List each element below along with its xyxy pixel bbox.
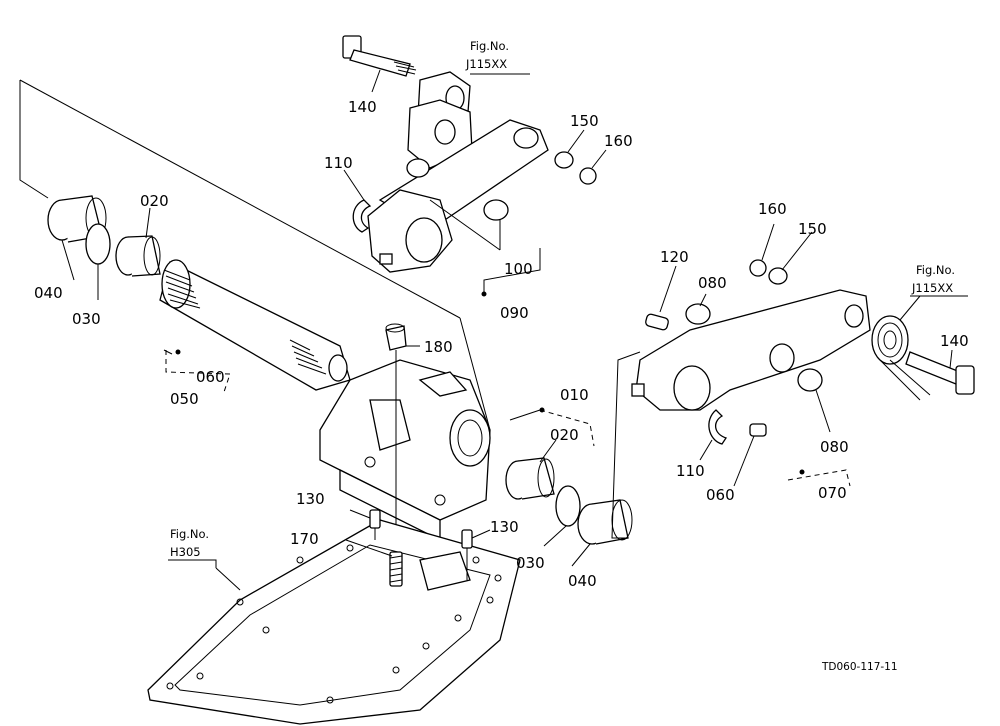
- part-label: 070: [818, 484, 847, 502]
- part-label: 090: [500, 304, 529, 322]
- part-label: 060: [196, 368, 225, 386]
- upper-lift-arm-group: [342, 35, 597, 273]
- pin-130-left: [369, 509, 381, 529]
- fig-ref-caption: Fig.No.: [916, 263, 955, 277]
- part-label: 060: [706, 486, 735, 504]
- nut-160-top: [579, 167, 597, 185]
- part-label: 010: [560, 386, 589, 404]
- figure-reference-j115xx-top: Fig.No. J115XX: [465, 39, 509, 71]
- part-label: 080: [820, 438, 849, 456]
- part-label: 020: [140, 192, 169, 210]
- part-number-labels: 140 150 160 110 100 090 020 040 030 180 …: [34, 98, 969, 590]
- bush-100-a: [406, 158, 430, 178]
- spring-disc-right: [871, 315, 909, 365]
- figure-reference-h305: Fig.No. H305: [168, 527, 217, 568]
- part-label: 140: [940, 332, 969, 350]
- part-label: 030: [72, 310, 101, 328]
- part-label: 140: [348, 98, 377, 116]
- stud-170: [389, 551, 403, 587]
- fig-ref-number: H305: [170, 545, 201, 559]
- bush-100-b: [483, 199, 509, 221]
- part-label: 040: [34, 284, 63, 302]
- part-label: 110: [324, 154, 353, 172]
- nut-160-right: [749, 259, 767, 277]
- part-label: 150: [570, 112, 599, 130]
- part-label: 150: [798, 220, 827, 238]
- part-label: 040: [568, 572, 597, 590]
- right-lift-arm-group: [631, 259, 975, 445]
- nut-150-right: [768, 267, 788, 285]
- part-label: 180: [424, 338, 453, 356]
- lift-arm-070: [635, 289, 871, 411]
- part-label: 030: [516, 554, 545, 572]
- drawing-code: TD060-117-11: [821, 661, 898, 673]
- bush-040-right: [577, 499, 633, 545]
- lift-arm-090: [367, 119, 549, 273]
- part-label: 130: [296, 490, 325, 508]
- assembly-dots: [175, 291, 805, 475]
- fig-ref-number: J115XX: [465, 57, 507, 71]
- nut-150-top: [554, 151, 574, 169]
- part-label: 160: [758, 200, 787, 218]
- pin-060-right: [749, 423, 767, 437]
- lift-arm-yoke: [407, 71, 473, 169]
- bolt-140-top: [342, 35, 417, 77]
- o-ring-030-left: [85, 223, 111, 265]
- part-label: 050: [170, 390, 199, 408]
- part-label: 020: [550, 426, 579, 444]
- housing-010: [319, 359, 491, 542]
- snap-ring-110-top: [352, 199, 372, 233]
- shaft-housing-group: [19, 79, 641, 600]
- fig-ref-caption: Fig.No.: [170, 527, 209, 541]
- snap-ring-110-right: [708, 409, 728, 445]
- part-label: 110: [676, 462, 705, 480]
- pin-130-right: [461, 529, 473, 549]
- bush-080-bottom: [797, 368, 823, 392]
- bush-080-top: [685, 303, 711, 325]
- pin-120: [645, 313, 669, 331]
- bush-020-left: [115, 235, 161, 277]
- part-label: 120: [660, 248, 689, 266]
- fig-ref-caption: Fig.No.: [470, 39, 509, 53]
- fig-ref-number: J115XX: [911, 281, 953, 295]
- part-label: 100: [504, 260, 533, 278]
- part-label: 170: [290, 530, 319, 548]
- plate-h305: [147, 509, 521, 725]
- bush-020-right: [505, 457, 555, 500]
- o-ring-030-right: [555, 485, 581, 527]
- leader-lines: [61, 69, 953, 591]
- part-label: 160: [604, 132, 633, 150]
- part-label: 130: [490, 518, 519, 536]
- figure-reference-j115xx-right: Fig.No. J115XX: [910, 263, 968, 297]
- part-label: 080: [698, 274, 727, 292]
- bolt-140-right: [905, 351, 975, 395]
- lift-shaft-050: [159, 259, 351, 391]
